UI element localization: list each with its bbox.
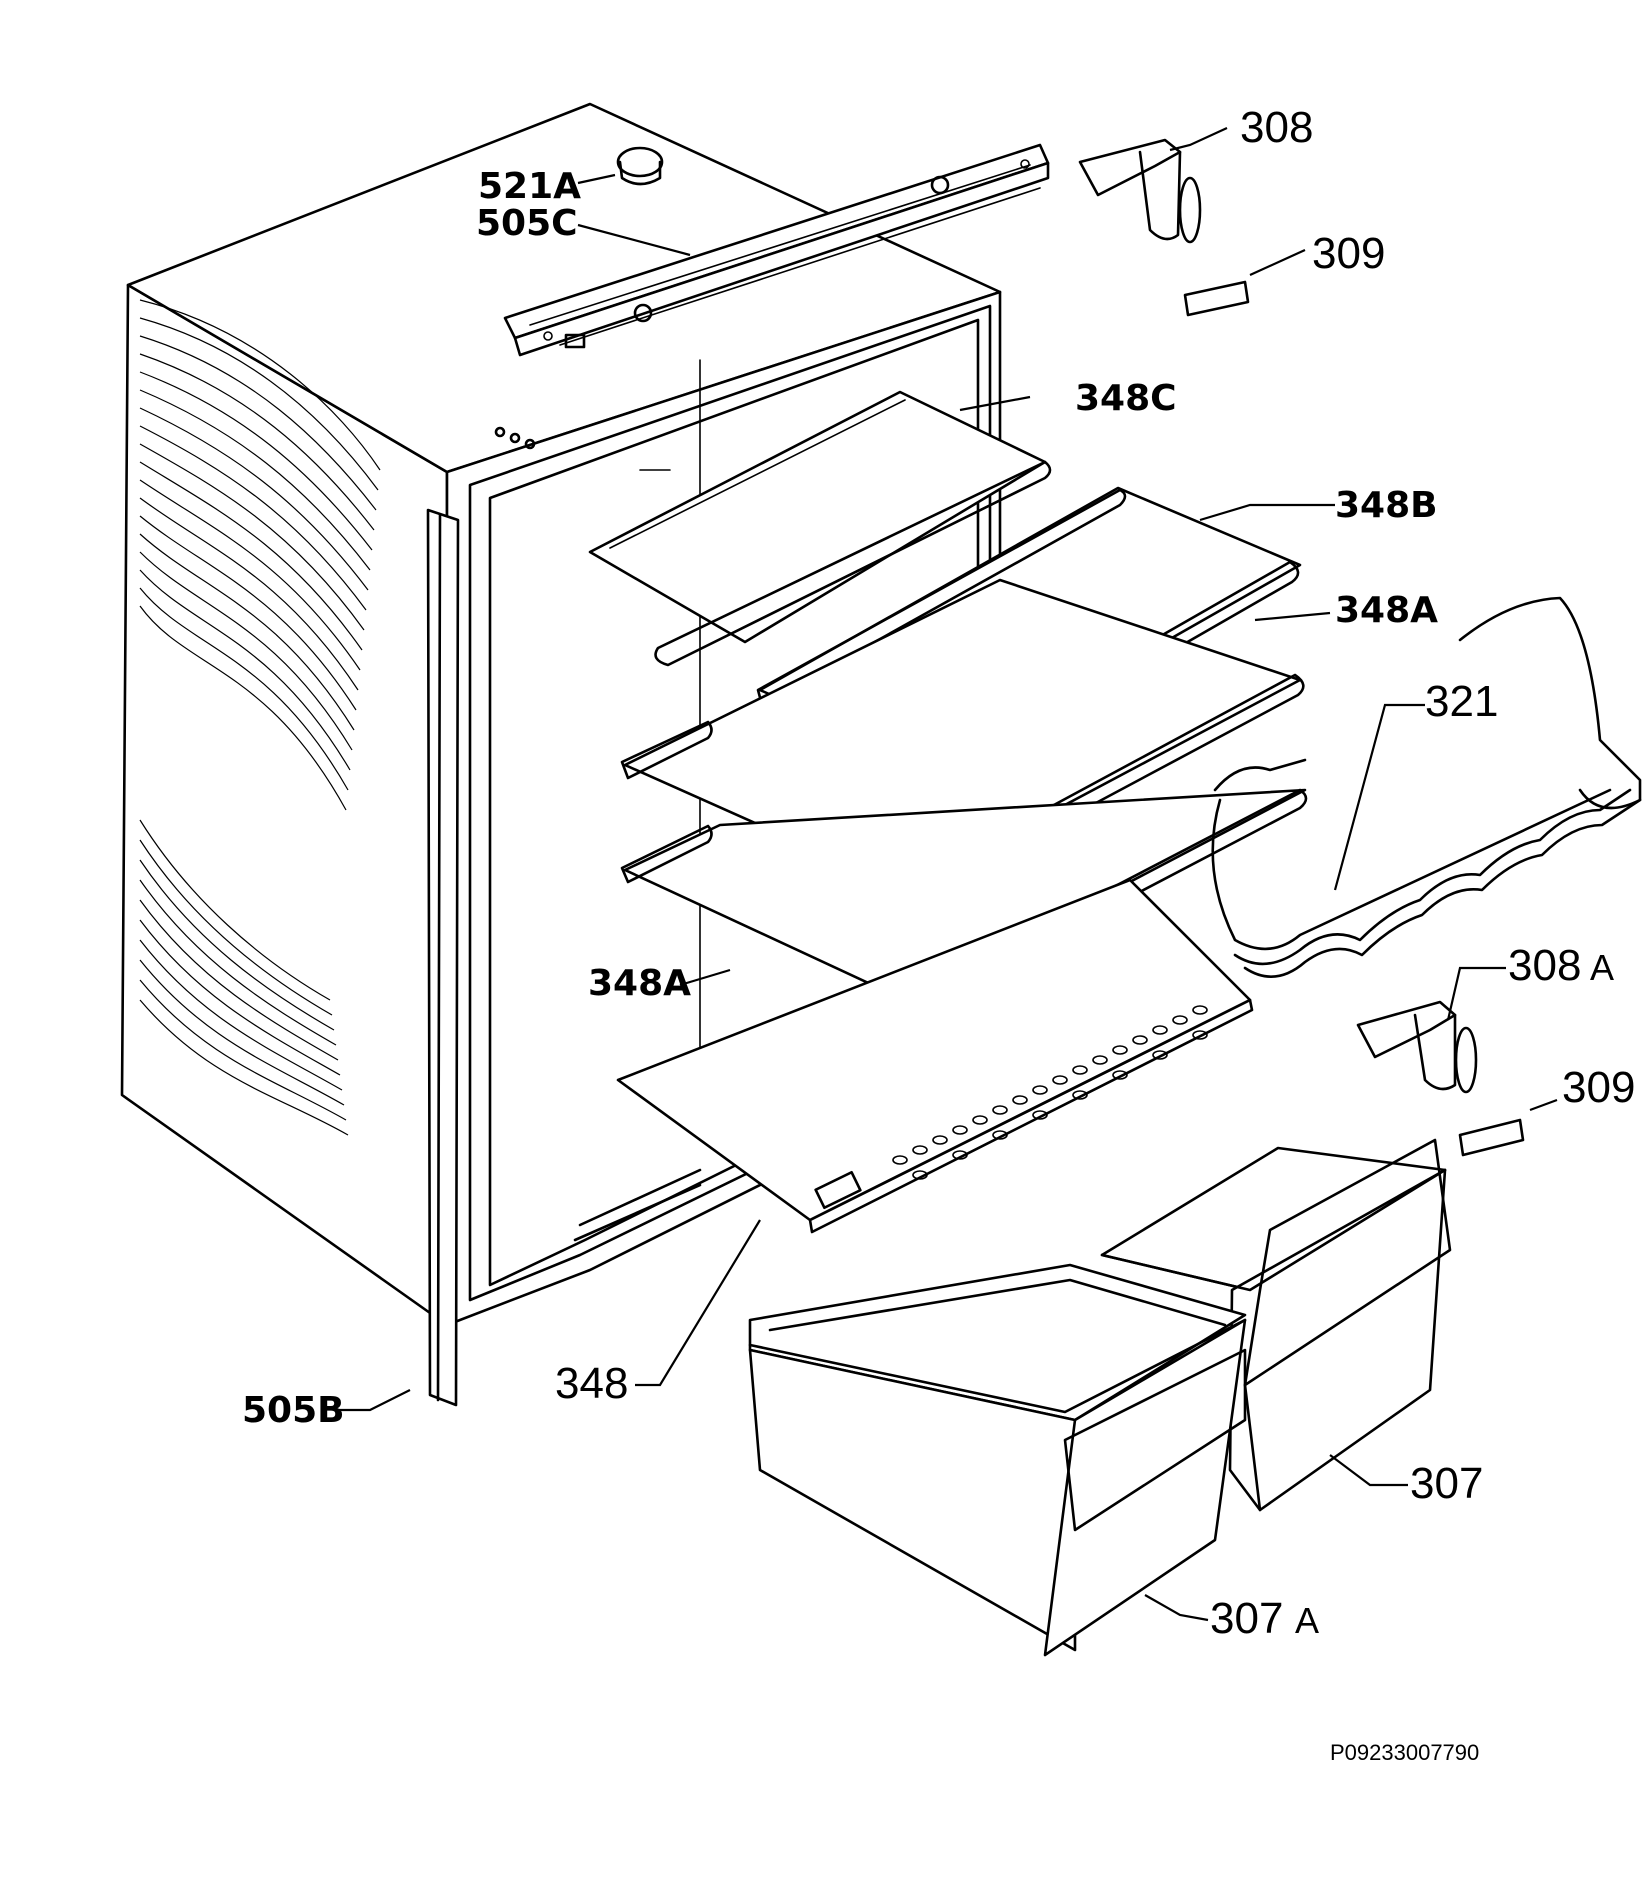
label-307A-suffix: A xyxy=(1295,1600,1319,1641)
label-521A: 521A xyxy=(478,166,581,207)
cabinet-side-shading xyxy=(139,299,381,1136)
label-348A-right: 348A xyxy=(1335,590,1438,631)
top-hinge-rail xyxy=(503,143,1050,357)
callout-leaders xyxy=(338,127,1558,1622)
crisper-cover-348 xyxy=(616,878,1254,1234)
drawer-307 xyxy=(1100,1138,1452,1512)
label-308A-suffix: A xyxy=(1590,947,1614,988)
label-308: 308 xyxy=(1240,103,1313,152)
label-321: 321 xyxy=(1425,677,1498,726)
label-plate-309-top xyxy=(1183,280,1250,317)
shelf-348C xyxy=(588,390,1052,667)
label-505C: 505C xyxy=(476,203,578,244)
drawer-307A xyxy=(748,1263,1247,1657)
label-348C: 348C xyxy=(1075,378,1177,419)
label-307A: 307 xyxy=(1210,1594,1283,1643)
label-348B: 348B xyxy=(1335,485,1438,526)
label-308A: 308 xyxy=(1508,941,1581,990)
bottle-rack xyxy=(1211,596,1642,978)
label-348: 348 xyxy=(555,1359,628,1408)
knob-521A xyxy=(616,146,664,186)
label-plate-309-bottom xyxy=(1458,1118,1525,1157)
hinge-308A xyxy=(1356,1000,1478,1094)
label-309-bottom: 309 xyxy=(1562,1063,1635,1112)
label-505B: 505B xyxy=(242,1390,345,1431)
label-307: 307 xyxy=(1410,1459,1483,1508)
part-labels: 521A 505C 308 309 348C 348B 348A 321 308… xyxy=(242,103,1635,1765)
label-309-top: 309 xyxy=(1312,229,1385,278)
gasket-strip xyxy=(426,508,460,1407)
label-348A-left: 348A xyxy=(588,963,691,1004)
hinge-308 xyxy=(1078,138,1202,244)
document-code: P09233007790 xyxy=(1330,1740,1479,1765)
